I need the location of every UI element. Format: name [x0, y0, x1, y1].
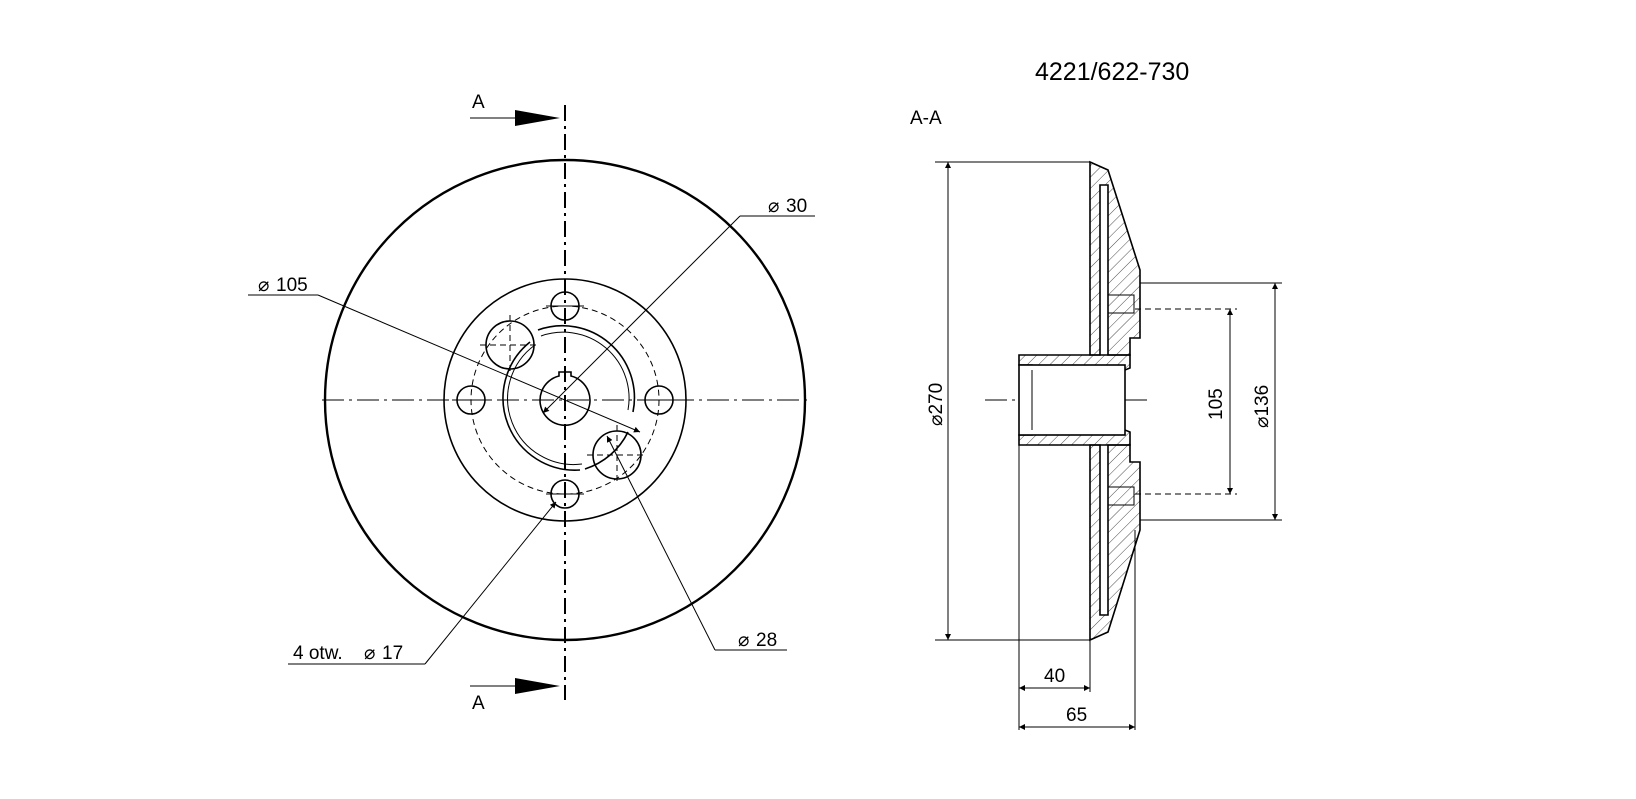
dim-label-d17: 17	[382, 643, 403, 664]
dim-label-holes: 4 otw.	[293, 643, 343, 664]
hub-bore	[1018, 364, 1126, 436]
dim-270: ⌀270	[926, 383, 947, 426]
dim-136: ⌀136	[1252, 385, 1273, 428]
section-view: 4221/622-730 A-A ⌀270 105	[910, 58, 1282, 730]
outer-disc-circle	[323, 158, 807, 642]
dia-symbol-270: ⌀	[926, 415, 947, 426]
section-title: A-A	[910, 108, 942, 129]
dim-40: 40	[1044, 666, 1065, 687]
dim-value-136: 136	[1252, 385, 1273, 417]
dia-symbol-105: ⌀	[258, 275, 269, 296]
dim-label-d30: 30	[786, 196, 807, 217]
part-number: 4221/622-730	[1035, 58, 1189, 86]
dia-symbol-136: ⌀	[1252, 417, 1273, 428]
section-mark-top: A	[472, 92, 485, 113]
dim-65: 65	[1066, 705, 1087, 726]
disc-section-upper	[1089, 160, 1141, 356]
dim-105: 105	[1206, 388, 1227, 420]
dim-label-d105: 105	[276, 275, 308, 296]
section-mark-bottom: A	[472, 693, 485, 714]
hub-flange-circle	[443, 278, 687, 522]
dia-symbol-17: ⌀	[364, 643, 375, 664]
dia-symbol-28: ⌀	[738, 630, 749, 651]
dim-label-d28: 28	[756, 630, 777, 651]
disc-section-lower	[1089, 444, 1141, 642]
inner-recess-profile-2	[507, 331, 630, 466]
dim-value-270: 270	[926, 383, 947, 415]
front-view: ⌀ 105 ⌀ 30 4 otw. ⌀ 17 ⌀ 28 A A	[248, 92, 815, 714]
dia-symbol-30: ⌀	[768, 196, 779, 217]
inner-recess-profile	[502, 324, 636, 471]
